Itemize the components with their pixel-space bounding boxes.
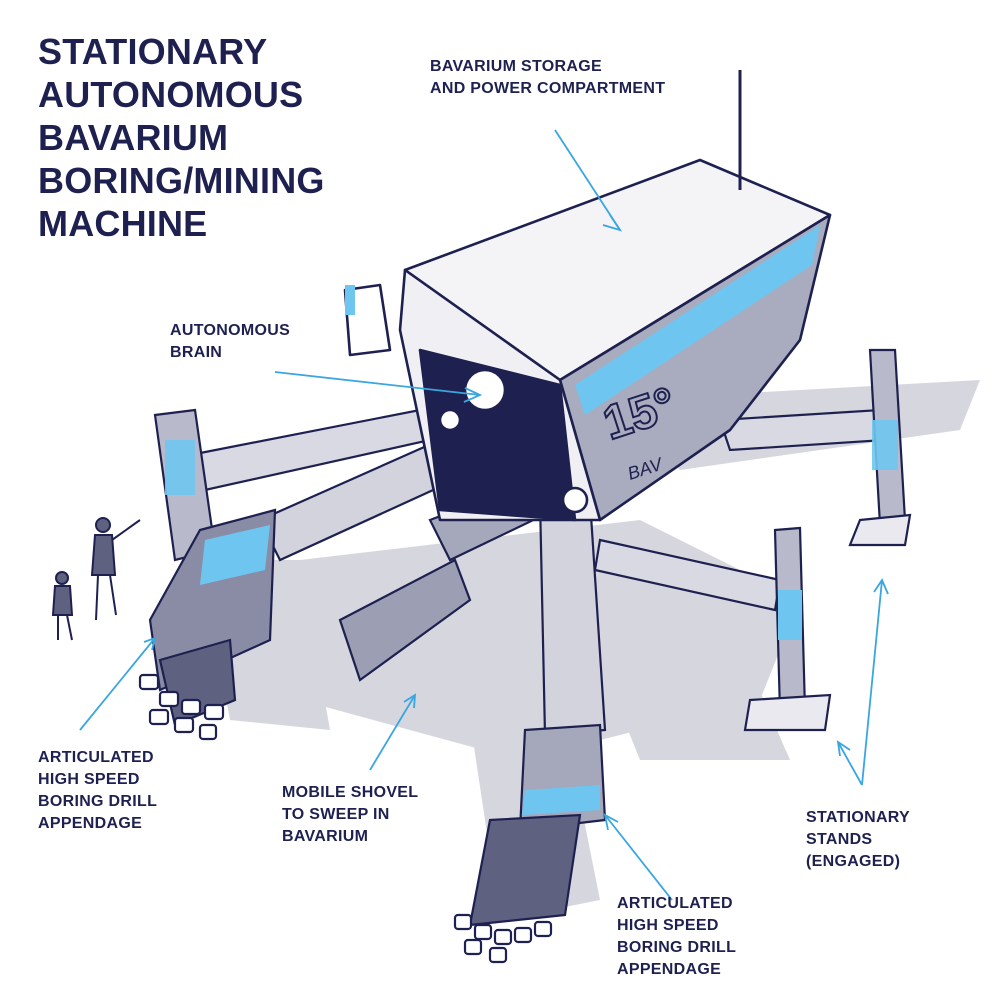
label-storage: BAVARIUM STORAGE AND POWER COMPARTMENT	[430, 56, 665, 100]
label-line: ARTICULATED	[617, 895, 733, 912]
label-drill-left: ARTICULATED HIGH SPEED BORING DRILL APPE…	[38, 747, 157, 835]
label-line: AND POWER COMPARTMENT	[430, 80, 666, 97]
label-line: BRAIN	[170, 344, 223, 361]
left-drill-appendage	[138, 438, 457, 741]
rear-right-leg	[718, 348, 912, 547]
label-line: AUTONOMOUS	[170, 322, 291, 339]
page-title: STATIONARY AUTONOMOUS BAVARIUM BORING/MI…	[38, 30, 325, 245]
callout-arrows	[79, 129, 889, 901]
label-line: BORING DRILL	[617, 939, 737, 956]
label-line: HIGH SPEED	[38, 771, 140, 788]
label-line: TO SWEEP IN	[282, 806, 390, 823]
label-line: STANDS	[806, 831, 873, 848]
arrow-drill-left	[79, 637, 156, 731]
label-line: BAVARIUM	[282, 828, 369, 845]
label-shovel: MOBILE SHOVEL TO SWEEP IN BAVARIUM	[282, 782, 418, 848]
label-line: MOBILE SHOVEL	[282, 784, 419, 801]
title-line: STATIONARY	[38, 31, 268, 72]
label-brain: AUTONOMOUS BRAIN	[170, 320, 290, 364]
rear-left-leg	[153, 408, 432, 562]
arrow-stand-upper	[861, 579, 883, 786]
label-line: ARTICULATED	[38, 749, 154, 766]
arrow-storage	[554, 129, 621, 231]
label-line: BAVARIUM STORAGE	[430, 58, 602, 75]
title-line: MACHINE	[38, 203, 208, 244]
front-right-stand	[593, 526, 832, 732]
label-line: APPENDAGE	[617, 961, 722, 978]
label-line: BORING DRILL	[38, 793, 158, 810]
title-line: BORING/MINING	[38, 160, 325, 201]
arrow-shovel	[369, 694, 416, 771]
arrow-drill-bottom	[604, 814, 673, 901]
human-figures	[51, 517, 141, 641]
bottom-drill-appendage	[453, 498, 607, 964]
arrow-stand-lower	[837, 741, 863, 786]
title-line: BAVARIUM	[38, 117, 229, 158]
label-line: STATIONARY	[806, 809, 911, 826]
label-drill-bottom: ARTICULATED HIGH SPEED BORING DRILL APPE…	[617, 893, 736, 981]
label-line: HIGH SPEED	[617, 917, 719, 934]
title-line: AUTONOMOUS	[38, 74, 304, 115]
label-line: APPENDAGE	[38, 815, 143, 832]
label-stands: STATIONARY STANDS (ENGAGED)	[806, 807, 910, 873]
label-line: (ENGAGED)	[806, 853, 901, 870]
arrow-brain	[274, 371, 481, 396]
